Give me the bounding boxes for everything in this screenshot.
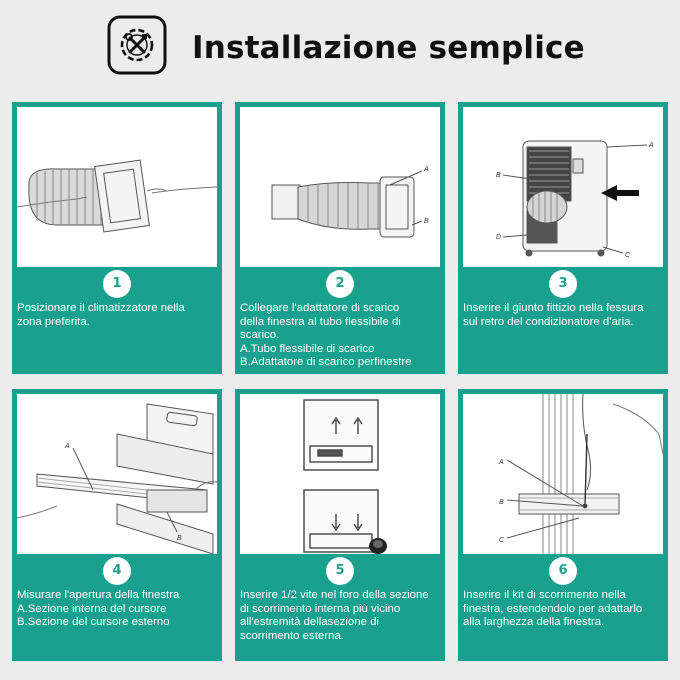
description-line: Posizionare il climatizzatore nella — [17, 302, 185, 314]
label-d: D — [496, 234, 501, 241]
label-b: B — [496, 172, 501, 179]
step-4-panel: A B 4 Misurare l'apertura della finestra… — [12, 389, 222, 661]
step-number: 1 — [112, 276, 122, 291]
step-2-number-badge: 2 — [325, 269, 355, 299]
label-b: B — [499, 499, 504, 506]
step-4-illustration: A B — [17, 394, 217, 554]
page-title: Installazione semplice — [192, 30, 585, 66]
description-line: alla larghezza della finestra. — [463, 616, 605, 629]
step-5-description: Inserire 1/2 vite nel foro della sezione… — [240, 589, 443, 643]
description-line: scorrimento esterna. — [240, 629, 344, 642]
step-number: 4 — [112, 563, 122, 578]
description-line: Inserire 1/2 vite nel foro della sezione — [240, 589, 429, 601]
step-2-description: Collegare l'adattatore di scarico della … — [240, 302, 443, 370]
label-a: A — [648, 142, 654, 149]
description-line: A.Tubo flessibile di scarico — [240, 342, 375, 355]
tools-in-gear-icon — [106, 14, 168, 76]
step-number: 6 — [558, 563, 568, 578]
step-1-number-badge: 1 — [102, 269, 132, 299]
step-3-number-badge: 3 — [548, 269, 578, 299]
description-line: B.Adattatore di scarico perfinestre — [240, 356, 412, 369]
step-2-panel: A B 2 Collegare l'adattatore di scarico … — [235, 102, 445, 374]
description-line: zona preferita. — [17, 315, 90, 328]
description-line: B.Sezione del cursore esterno — [17, 616, 170, 629]
description-line: all'estremità dellasezione di — [240, 616, 379, 629]
step-6-number-badge: 6 — [548, 556, 578, 586]
step-5-illustration — [240, 394, 440, 554]
step-6-illustration: A B C — [463, 394, 663, 554]
label-a: A — [423, 166, 429, 173]
step-2-illustration: A B — [240, 107, 440, 267]
label-a: A — [64, 443, 70, 450]
step-1-illustration — [17, 107, 217, 267]
step-number: 2 — [335, 276, 345, 291]
description-line: sul retro del condizionatore d'aria. — [463, 315, 634, 328]
step-3-panel: A B C D 3 Inserire il giunto fittizio ne… — [458, 102, 668, 374]
step-6-panel: A B C 6 Inserire il kit di scorrimento n… — [458, 389, 668, 661]
step-1-panel: 1 Posizionare il climatizzatore nella zo… — [12, 102, 222, 374]
step-6-description: Inserire il kit di scorrimento nella fin… — [463, 589, 666, 630]
description-line: di scorrimento interna più vicino — [240, 602, 401, 615]
page-header: Installazione semplice — [0, 0, 680, 100]
step-5-panel: 5 Inserire 1/2 vite nel foro della sezio… — [235, 389, 445, 661]
description-line: Collegare l'adattatore di scarico — [240, 302, 400, 314]
description-line: della finestra al tubo flessibile di — [240, 315, 401, 328]
label-b: B — [424, 218, 429, 225]
description-line: Misurare l'apertura della finestra — [17, 589, 180, 601]
step-4-number-badge: 4 — [102, 556, 132, 586]
step-3-illustration: A B C D — [463, 107, 663, 267]
description-line: Inserire il giunto fittizio nella fessur… — [463, 302, 644, 314]
step-4-description: Misurare l'apertura della finestra A.Sez… — [17, 589, 220, 630]
step-number: 3 — [558, 276, 568, 291]
step-1-description: Posizionare il climatizzatore nella zona… — [17, 302, 220, 329]
step-number: 5 — [335, 563, 345, 578]
step-3-description: Inserire il giunto fittizio nella fessur… — [463, 302, 666, 329]
description-line: finestra, estendendolo per adattarlo — [463, 602, 643, 615]
label-b: B — [177, 535, 182, 542]
description-line: scarico. — [240, 329, 280, 342]
label-a: A — [498, 459, 504, 466]
description-line: Inserire il kit di scorrimento nella — [463, 589, 626, 601]
label-c: C — [625, 252, 631, 259]
description-line: A.Sezione interna del cursore — [17, 602, 167, 615]
step-5-number-badge: 5 — [325, 556, 355, 586]
label-c: C — [499, 537, 505, 544]
